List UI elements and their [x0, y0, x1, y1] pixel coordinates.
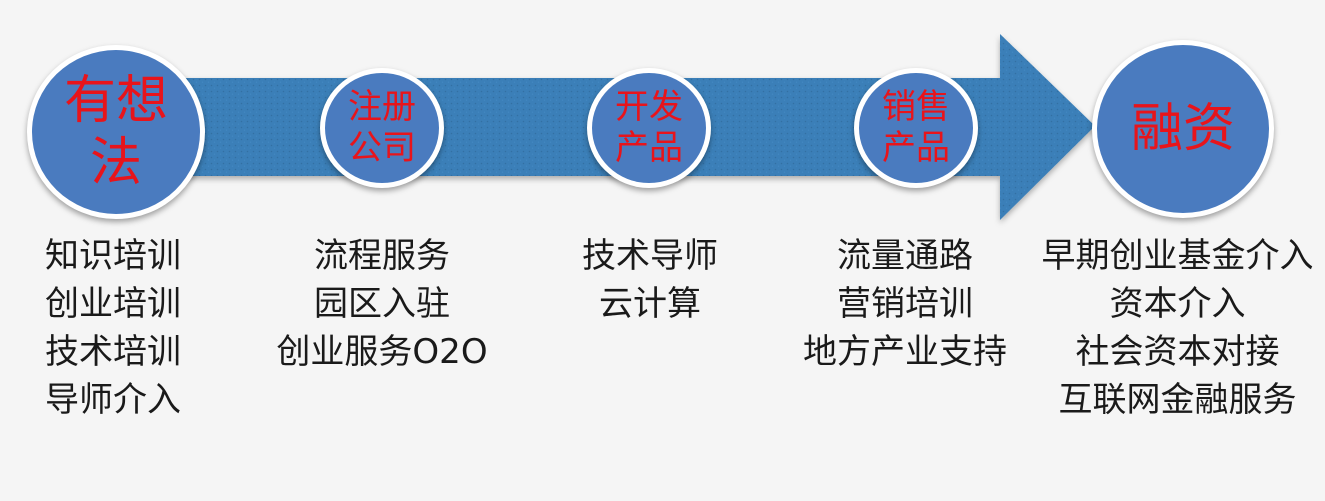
- list-item: 导师介入: [45, 380, 181, 420]
- list-item: 营销培训: [837, 284, 973, 324]
- stage-sales-label: 销售 产品: [882, 87, 950, 168]
- list-item: 技术培训: [45, 332, 181, 372]
- list-item: 早期创业基金介入: [1041, 236, 1314, 276]
- stage-idea-circle: 有想 法: [27, 45, 205, 219]
- list-item: 流程服务: [314, 236, 450, 276]
- list-item: 地方产业支持: [803, 332, 1007, 372]
- list-item: 知识培训: [45, 236, 181, 276]
- stage-sales-items: 流量通路 营销培训 地方产业支持: [785, 232, 1025, 376]
- stage-develop-label: 开发 产品: [615, 87, 683, 168]
- stage-idea-items: 知识培训 创业培训 技术培训 导师介入: [33, 232, 193, 424]
- list-item: 云计算: [599, 284, 701, 324]
- stage-develop-circle: 开发 产品: [587, 68, 711, 188]
- stage-register-circle: 注册 公司: [320, 68, 444, 188]
- list-item: 创业服务O2O: [276, 332, 488, 372]
- stage-register-items: 流程服务 园区入驻 创业服务O2O: [262, 232, 502, 376]
- stage-develop-items: 技术导师 云计算: [570, 232, 730, 328]
- list-item: 园区入驻: [314, 284, 450, 324]
- stage-funding-circle: 融资: [1092, 40, 1274, 218]
- list-item: 资本介入: [1109, 284, 1246, 324]
- stage-funding-items: 早期创业基金介入 资本介入 社会资本对接 互联网金融服务: [1030, 232, 1325, 424]
- stage-sales-circle: 销售 产品: [854, 68, 978, 188]
- list-item: 流量通路: [837, 236, 973, 276]
- list-item: 技术导师: [582, 236, 718, 276]
- list-item: 互联网金融服务: [1058, 380, 1297, 420]
- list-item: 社会资本对接: [1075, 332, 1280, 372]
- stage-idea-label: 有想 法: [63, 70, 168, 193]
- stage-register-label: 注册 公司: [348, 87, 416, 168]
- stage-funding-label: 融资: [1130, 98, 1235, 159]
- list-item: 创业培训: [45, 284, 181, 324]
